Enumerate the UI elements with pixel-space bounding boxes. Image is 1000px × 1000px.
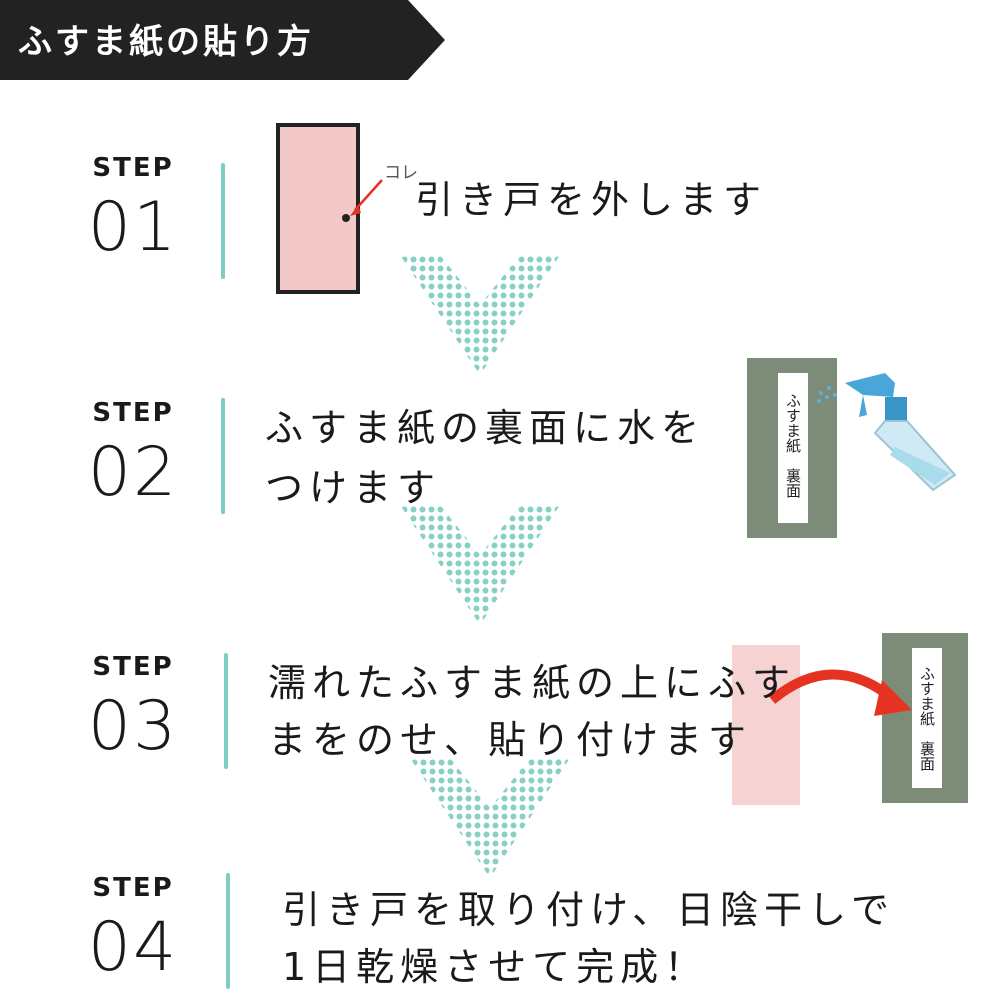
step-1-divider <box>221 163 225 279</box>
chevron-down-icon <box>410 758 570 878</box>
page-title: ふすま紙の貼り方 <box>18 22 314 62</box>
attach-illustration: ふすま紙 裏面 <box>732 633 968 805</box>
paper-back-sheet <box>778 373 808 523</box>
step-2-number: 02 <box>87 433 179 512</box>
spray-illustration: ふすま紙 裏面 <box>747 358 957 538</box>
door-illustration: コレ <box>276 123 418 294</box>
step-4-number: 04 <box>87 908 179 987</box>
callout-label: コレ <box>384 163 418 183</box>
step-1-number: 01 <box>87 188 179 267</box>
step-4-divider <box>226 873 230 989</box>
step-3-label: STEP <box>92 652 174 682</box>
door-handle <box>342 214 350 222</box>
step-4-label: STEP <box>92 873 174 903</box>
paper-back-label: ふすま紙 裏面 <box>918 666 936 771</box>
header-banner <box>0 0 445 80</box>
move-arrow <box>768 669 896 704</box>
step-2-text-line-2: つけます <box>265 466 442 510</box>
wet-door-panel <box>732 645 800 805</box>
callout-arrow <box>354 179 383 211</box>
step-3-text-line-1: 濡れたふすま紙の上にふす <box>268 661 797 705</box>
spray-bottle-icon <box>817 373 957 492</box>
step-2-divider <box>221 398 225 514</box>
callout-arrowhead <box>350 205 361 216</box>
step-1-label: STEP <box>92 153 174 183</box>
step-3-text-line-2: まをのせ、貼り付けます <box>268 718 753 762</box>
door-panel <box>276 123 360 294</box>
step-2-label: STEP <box>92 398 174 428</box>
step-2-text-line-1: ふすま紙の裏面に水を <box>265 406 706 450</box>
paper-back-sheet <box>912 648 942 788</box>
chevron-down-icon <box>400 505 560 625</box>
step-3-divider <box>224 653 228 769</box>
step-4-text-line-2: 1日乾燥させて完成！ <box>282 945 709 989</box>
step-4-text-line-1: 引き戸を取り付け、日陰干しで <box>282 888 895 932</box>
chevron-down-icon <box>400 255 560 375</box>
step-1-text-line-1: 引き戸を外します <box>415 178 768 222</box>
paper-back-label: ふすま紙 裏面 <box>784 393 802 498</box>
step-3-number: 03 <box>87 687 179 766</box>
move-arrowhead <box>874 680 912 716</box>
